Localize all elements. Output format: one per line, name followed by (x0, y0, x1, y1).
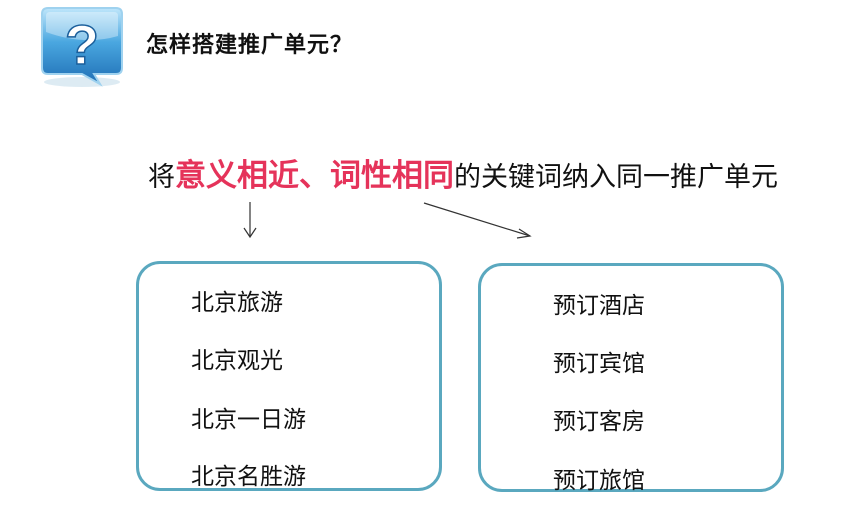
headline-highlight: 意义相近、词性相同 (175, 158, 454, 194)
keyword-item: 北京观光 (191, 348, 283, 374)
question-mark-icon: ? (41, 7, 123, 87)
keyword-item: 预订宾馆 (553, 351, 645, 377)
keyword-item: 北京名胜游 (191, 464, 306, 490)
keyword-group-box-1 (136, 261, 442, 491)
page-title: 怎样搭建推广单元？ (146, 33, 354, 58)
keyword-item: 北京一日游 (191, 407, 306, 433)
headline: 将意义相近、词性相同的关键词纳入同一推广单元 (148, 150, 778, 195)
arrow-down-left-head (243, 227, 257, 239)
keyword-item: 预订客房 (553, 409, 645, 435)
headline-prefix: 将 (148, 162, 175, 193)
headline-suffix: 的关键词纳入同一推广单元 (454, 162, 778, 193)
keyword-group-box-2 (478, 263, 784, 492)
arrow-down-right-head (516, 228, 532, 239)
keyword-item: 预订旅馆 (553, 468, 645, 494)
keyword-item: 北京旅游 (191, 290, 283, 316)
svg-text:?: ? (65, 13, 99, 76)
arrow-down-right (423, 202, 531, 237)
keyword-item: 预订酒店 (553, 293, 645, 319)
